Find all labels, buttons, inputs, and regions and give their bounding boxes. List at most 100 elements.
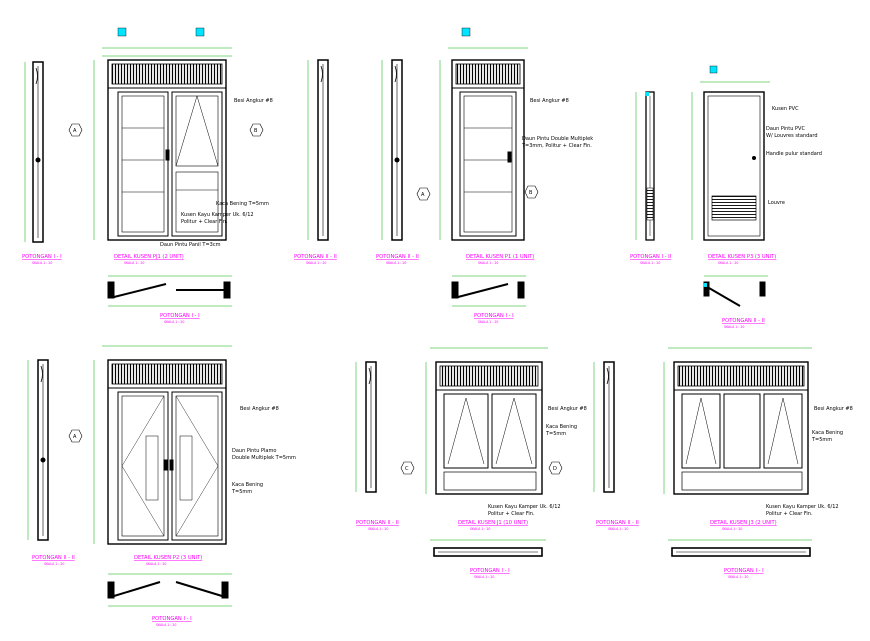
plan-p3 (703, 275, 768, 307)
note-t5-3: T=5mm (231, 489, 252, 495)
title-detail-j1: DETAIL KUSEN J1 (10 UNIT) (458, 520, 528, 526)
title-plan-pj1: POTONGAN I - I (160, 313, 200, 319)
tag-a-p1 (416, 187, 431, 201)
plan-j3 (668, 539, 812, 557)
tag-d-j1 (548, 461, 563, 475)
title-potongan-3: POTONGAN II - II (376, 254, 419, 260)
note-politur-2: T=3mm, Politur + Clear Fin. (521, 143, 592, 149)
title-detail-p3: DETAIL KUSEN P3 (3 UNIT) (708, 254, 776, 260)
note-t5-5: T=5mm (811, 437, 832, 443)
plan-p2 (107, 573, 232, 607)
title-potongan-2: POTONGAN II - II (294, 254, 337, 260)
tag-a-p2-label: A (73, 434, 77, 440)
scale-14: SKALA 1 : 20 (368, 527, 388, 531)
title-potongan-4: POTONGAN I - II (630, 254, 672, 260)
note-daun-plamo: Daun Pintu Plamo (232, 448, 276, 454)
scale-15: SKALA 1 : 20 (470, 527, 490, 531)
tag-b-p1-label: B (529, 190, 533, 196)
tag-d-j1-label: D (553, 466, 557, 472)
scale-12: SKALA 1 : 20 (146, 562, 166, 566)
plan-j1 (430, 539, 546, 557)
title-plan-p2: POTONGAN I - I (152, 616, 192, 622)
scale-5: SKALA 1 : 20 (386, 261, 406, 265)
note-politur-1: Politur + Clear Fin. (181, 219, 228, 225)
section-pj1-right (307, 59, 329, 241)
elevation-p2 (93, 345, 232, 545)
tag-c-j1-label: C (405, 466, 409, 472)
scale-6: SKALA 1 : 20 (478, 261, 498, 265)
note-politur-4: Politur + Clear Fin. (488, 511, 535, 517)
note-kusen-kayu-4: Kusen Kayu Kamper Uk. 6/12 (488, 504, 561, 510)
tag-b-p1 (524, 185, 539, 199)
note-besi-angkur-5: Besi Angkur #8 (814, 406, 853, 412)
note-kaca-bening-4: Kaca Bening (546, 424, 577, 430)
plan-p1 (451, 275, 526, 307)
note-double-multi: Double Multiplek T=5mm (232, 455, 296, 461)
tag-c-j1 (400, 461, 415, 475)
title-plan-j3: POTONGAN I - I (724, 568, 764, 574)
title-detail-j3: DETAIL KUSEN J3 (2 UNIT) (710, 520, 777, 526)
scale-19: SKALA 1 : 20 (728, 575, 748, 579)
scale-9: SKALA 1 : 20 (718, 261, 738, 265)
scale-8: SKALA 1 : 20 (640, 261, 660, 265)
section-j1 (355, 361, 377, 493)
section-j3 (593, 361, 615, 493)
title-potongan-7: POTONGAN II - II (596, 520, 639, 526)
title-potongan-6: POTONGAN II - II (356, 520, 399, 526)
section-p2 (27, 359, 49, 541)
note-kaca-bening-5: Kaca Bening (812, 430, 843, 436)
note-besi-angkur-2: Besi Angkur #8 (530, 98, 569, 104)
tag-a-p2 (68, 429, 83, 443)
tag-a-pj1-label: A (73, 128, 77, 134)
note-daun-pintu-2: Daun Pintu Double Multiplek (522, 136, 593, 142)
elevation-j1 (425, 347, 548, 495)
note-kaca-bening-3: Kaca Bening (232, 482, 263, 488)
note-politur-5: Politur + Clear Fin. (766, 511, 813, 517)
title-detail-pj1: DETAIL KUSEN PJ1 (2 UNIT) (114, 254, 184, 260)
note-louvres-std: W/ Louvres standard (766, 133, 818, 139)
elevation-p1 (439, 27, 528, 241)
title-plan-j1: POTONGAN I - I (470, 568, 510, 574)
title-plan-p3: POTONGAN II - II (722, 318, 765, 324)
note-kusen-kayu-5: Kusen Kayu Kamper Uk. 6/12 (766, 504, 839, 510)
tag-b-pj1-label: B (254, 128, 258, 134)
tag-a-pj1 (68, 123, 83, 137)
scale-17: SKALA 1 : 20 (608, 527, 628, 531)
note-kusen-pvc: Kusen PVC (772, 106, 799, 112)
elevation-p3 (691, 65, 770, 241)
scale-1: SKALA 1 : 20 (32, 261, 52, 265)
note-daun-pvc: Daun Pintu PVC (766, 126, 805, 132)
scale-7: SKALA 1 : 20 (478, 320, 498, 324)
title-detail-p1: DETAIL KUSEN P1 (1 UNIT) (466, 254, 534, 260)
note-besi-angkur-4: Besi Angkur #8 (548, 406, 587, 412)
title-potongan-1: POTONGAN I - I (22, 254, 62, 260)
section-p1-left (381, 59, 403, 241)
elevation-j3 (663, 347, 812, 495)
scale-2: SKALA 1 : 20 (124, 261, 144, 265)
scale-3: SKALA 1 : 20 (164, 320, 184, 324)
note-kusen-kayu-1: Kusen Kayu Kamper Uk. 6/12 (181, 212, 254, 218)
note-daun-pintu-1: Daun Pintu Panil T=3cm (160, 242, 221, 248)
note-kaca-bening-1: Kaca Bening T=5mm (216, 201, 269, 207)
title-potongan-5: POTONGAN II - II (32, 555, 75, 561)
section-pj1-left (24, 61, 44, 243)
scale-10: SKALA 1 : 20 (724, 325, 744, 329)
note-handle: Handle pulur standard (766, 151, 822, 157)
section-p3 (635, 91, 655, 241)
scale-4: SKALA 1 : 20 (306, 261, 326, 265)
scale-16: SKALA 1 : 20 (474, 575, 494, 579)
title-plan-p1: POTONGAN I - I (474, 313, 514, 319)
note-louvre: Louvre (768, 200, 785, 206)
note-besi-angkur-3: Besi Angkur #8 (240, 406, 279, 412)
title-detail-p2: DETAIL KUSEN P2 (3 UNIT) (134, 555, 202, 561)
scale-18: SKALA 1 : 20 (722, 527, 742, 531)
scale-11: SKALA 1 : 20 (44, 562, 64, 566)
plan-pj1 (107, 275, 232, 307)
note-t5-4: T=5mm (545, 431, 566, 437)
note-besi-angkur-1: Besi Angkur #8 (234, 98, 273, 104)
elevation-pj1 (93, 27, 232, 241)
tag-a-p1-label: A (421, 192, 425, 198)
tag-b-pj1 (249, 123, 264, 137)
scale-13: SKALA 1 : 20 (156, 623, 176, 627)
